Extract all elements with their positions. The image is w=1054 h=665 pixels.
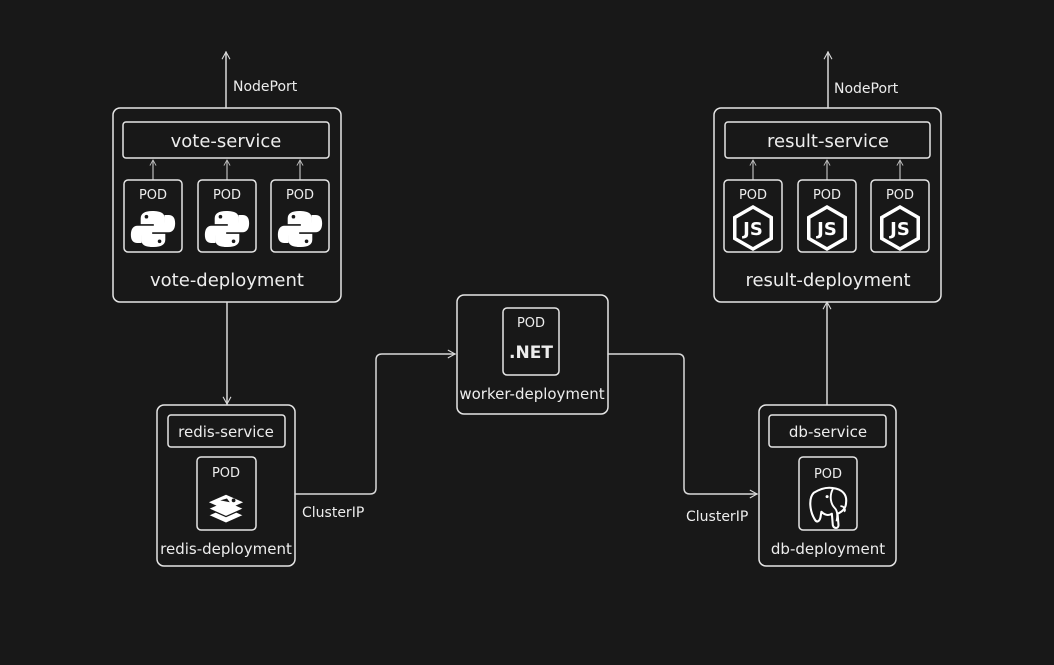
python-icon	[130, 210, 176, 248]
nodejs-icon	[807, 205, 847, 251]
redis-deployment-box[interactable]	[156, 404, 296, 567]
pod-label: POD	[813, 188, 841, 203]
result-pod-2[interactable]: POD	[797, 159, 857, 253]
db-deployment-box[interactable]	[758, 404, 897, 567]
vote-service-box[interactable]	[122, 121, 330, 159]
result-service-label: result-service	[767, 131, 889, 152]
worker-to-db-arrow	[607, 353, 759, 499]
vote-deployment-group: vote-service NodePort POD POD POD vote-d…	[112, 50, 342, 303]
redis-pod[interactable]: POD	[196, 456, 257, 531]
pod-label: POD	[212, 466, 240, 481]
vote-pod-2[interactable]: POD	[197, 159, 257, 253]
db-pod[interactable]: POD	[798, 456, 858, 531]
pod-label: POD	[814, 467, 842, 482]
nodejs-icon	[733, 205, 773, 251]
vote-pod-1[interactable]: POD	[123, 159, 183, 253]
redis-deployment-group: redis-service POD redis-deployment	[156, 404, 296, 567]
pod-label: POD	[886, 188, 914, 203]
postgres-icon	[809, 486, 848, 529]
pod-label: POD	[286, 188, 314, 203]
python-icon	[204, 210, 250, 248]
db-deployment-label: db-deployment	[771, 540, 885, 558]
result-deployment-label: result-deployment	[745, 270, 910, 291]
result-pod-3[interactable]: POD	[870, 159, 930, 253]
vote-pod-3[interactable]: POD	[270, 159, 330, 253]
result-service-box[interactable]	[724, 121, 931, 159]
worker-pod[interactable]: POD .NET	[502, 307, 560, 376]
redis-deployment-label: redis-deployment	[160, 540, 292, 558]
db-clusterip-label: ClusterIP	[686, 509, 748, 525]
vote-nodeport-label: NodePort	[233, 79, 298, 95]
dotnet-icon: .NET	[509, 343, 553, 363]
nodejs-icon	[880, 205, 920, 251]
redis-to-worker-arrow	[294, 349, 457, 495]
pod-label: POD	[739, 188, 767, 203]
result-deployment-group: result-service NodePort POD POD POD resu…	[713, 50, 942, 303]
vote-service-label: vote-service	[171, 131, 282, 152]
pod-label: POD	[139, 188, 167, 203]
result-pod-1[interactable]: POD	[723, 159, 783, 253]
redis-icon	[208, 494, 244, 524]
result-nodeport-label: NodePort	[834, 81, 899, 97]
worker-deployment-group: POD .NET worker-deployment	[456, 294, 609, 415]
redis-service-label: redis-service	[178, 423, 274, 441]
worker-deployment-label: worker-deployment	[459, 385, 604, 403]
vote-deployment-label: vote-deployment	[150, 270, 304, 291]
redis-clusterip-label: ClusterIP	[302, 505, 364, 521]
db-deployment-group: db-service POD db-deployment	[758, 404, 897, 567]
pod-label: POD	[213, 188, 241, 203]
db-service-label: db-service	[789, 423, 867, 441]
db-service-box[interactable]	[768, 414, 887, 448]
pod-label: POD	[517, 316, 545, 331]
python-icon	[277, 210, 323, 248]
redis-service-box[interactable]	[167, 414, 286, 448]
